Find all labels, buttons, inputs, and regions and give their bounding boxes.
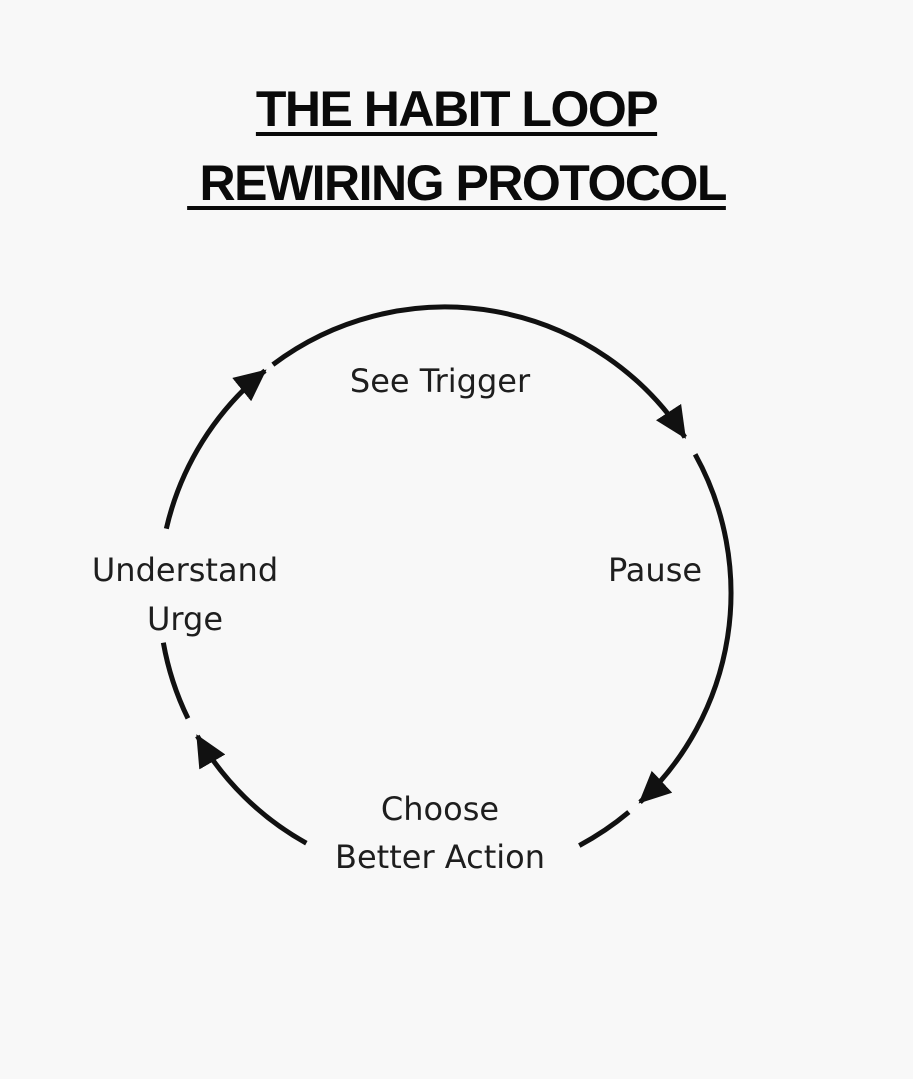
step-understand-line-2: Urge [146,600,223,638]
title-line-1: THE HABIT LOOP [255,81,659,137]
arc-trigger-to-pause-arrow [271,304,687,439]
arc-choose-to-understand-arrow [195,734,308,846]
arc-pause-to-choose-arrow [638,453,734,804]
step-choose-line-1: Choose [380,790,500,828]
step-pause: Pause [607,551,703,589]
step-choose-line-2: Better Action [335,838,545,876]
arc-understand-lower-segment [160,642,191,720]
step-understand-line-1: Understand [91,551,279,589]
arc-understand-to-trigger-arrow [163,368,267,530]
step-see-trigger: See Trigger [349,362,531,400]
arc-choose-right-segment [578,810,631,848]
title-line-2: REWIRING PROTOCOL [187,155,728,211]
